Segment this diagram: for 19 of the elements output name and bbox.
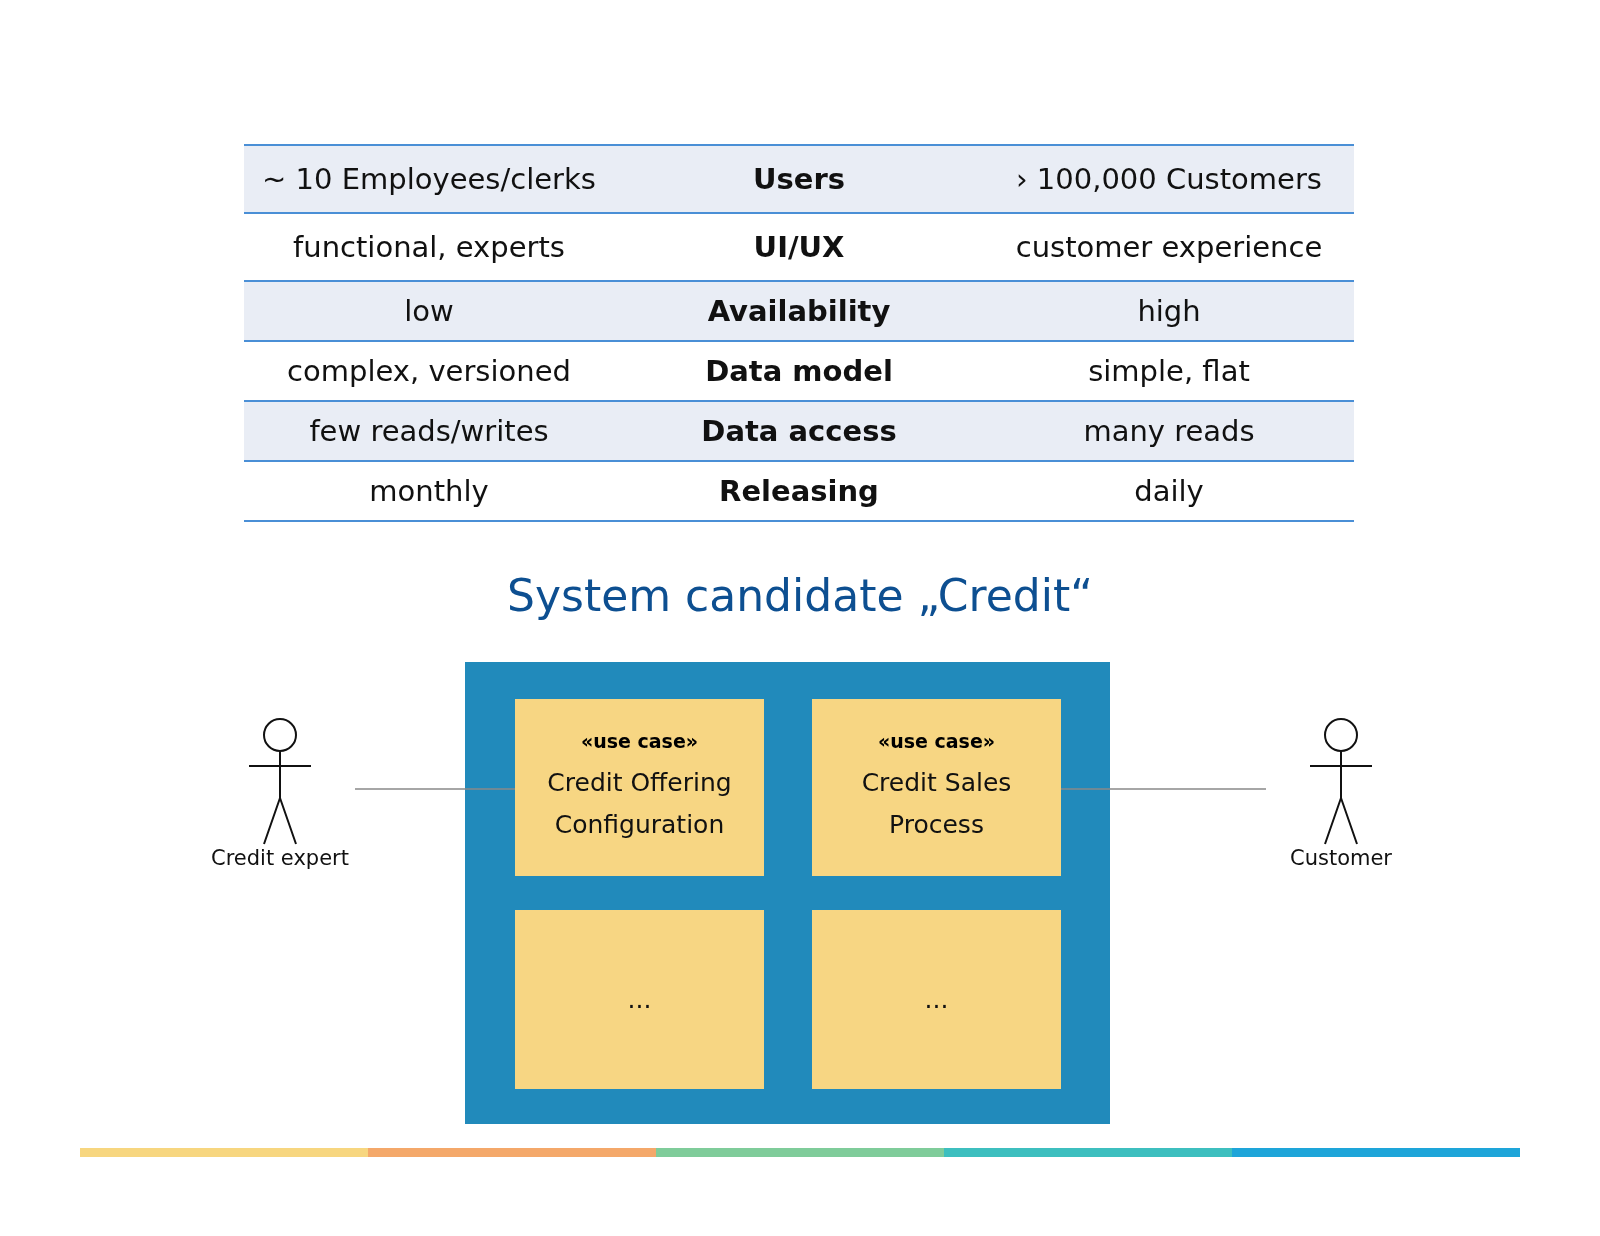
use-case-label: ... — [924, 983, 949, 1016]
association-line — [1060, 788, 1267, 790]
diagram-title: System candidate „Credit“ — [506, 570, 1094, 621]
use-case-box — [812, 910, 1061, 1089]
stereotype-label: «use case» — [877, 729, 996, 752]
table-cell: daily — [984, 461, 1354, 521]
row-header-cell: Releasing — [614, 461, 984, 521]
use-case-box — [515, 699, 764, 876]
actor-label: Customer — [1290, 846, 1392, 870]
association-line — [354, 788, 516, 790]
use-case-box — [812, 699, 1061, 876]
table-cell: monthly — [244, 461, 614, 521]
use-case-box — [515, 910, 764, 1089]
actor-label: Credit expert — [211, 846, 349, 870]
use-case-label: ... — [627, 983, 652, 1016]
use-case-label: Credit Offering Configuration — [546, 766, 733, 841]
use-case-label: Credit Sales Process — [860, 766, 1013, 841]
system-boundary — [465, 662, 1110, 1124]
stereotype-label: «use case» — [580, 729, 699, 752]
